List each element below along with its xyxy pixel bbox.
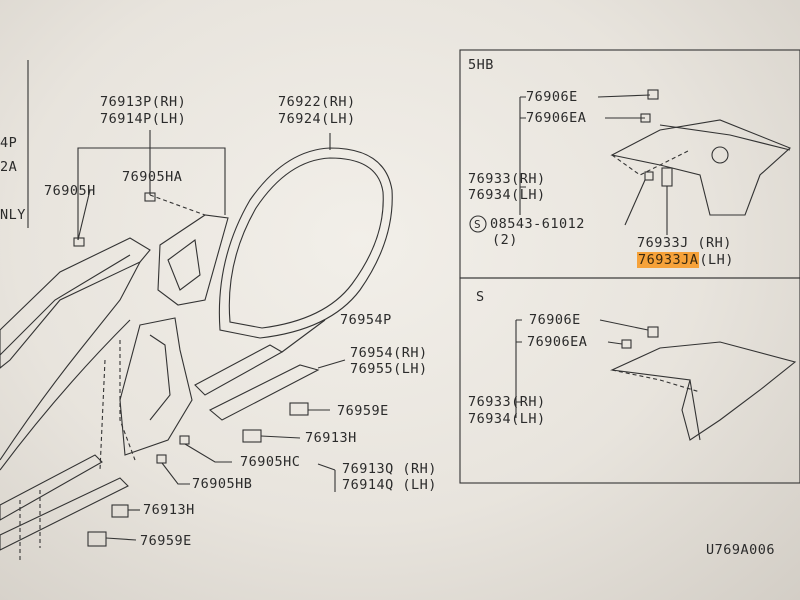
clip-76905h <box>73 237 85 247</box>
front-pillar-edge <box>0 261 141 461</box>
leader-76905hb <box>161 462 190 485</box>
leader-76954 <box>317 359 346 369</box>
label-76954p: 76954P <box>340 312 392 328</box>
label-76954: 76954(RH) <box>350 345 428 361</box>
part-76933j <box>661 167 673 187</box>
label-76913h-b: 76913H <box>143 502 195 518</box>
label-76913q: 76913Q (RH) <box>342 461 437 477</box>
highlighted-part-number: 76933JA <box>637 252 700 268</box>
label-5hb-76906ea: 76906EA <box>526 110 587 126</box>
panel-s-frame <box>459 277 800 484</box>
trim-dash-2 <box>99 359 106 471</box>
clip-5hb-76906ea <box>640 113 651 123</box>
door-opening-inner <box>0 254 131 356</box>
sill-plate-front <box>0 454 103 521</box>
panel-s-title: S <box>476 289 485 305</box>
edge-label-nly: NLY <box>0 207 26 223</box>
front-pillar-edge-2 <box>0 319 131 471</box>
clip-s-76906e <box>647 326 659 338</box>
leader-76954p <box>281 319 326 353</box>
clip-76913h-b <box>111 504 129 518</box>
clip-76959e-b <box>87 531 107 547</box>
clip-5hb-76906e <box>647 89 659 100</box>
clip-76905ha <box>144 192 156 202</box>
label-s-76933: 76933(RH) <box>468 394 546 410</box>
trim-5hb-dash <box>611 149 691 176</box>
label-5hb-76934: 76934(LH) <box>468 187 546 203</box>
panel-5hb-title: 5HB <box>468 57 494 73</box>
bracket-s <box>515 319 522 418</box>
leader-76913p <box>77 147 226 240</box>
clip-s-76906ea <box>621 339 632 349</box>
pillar-trim-detail <box>167 239 201 291</box>
leader-s-76906e <box>599 319 649 331</box>
label-5hb-76933: 76933(RH) <box>468 171 546 187</box>
label-5hb-76906e: 76906E <box>526 89 578 105</box>
label-76913h-a: 76913H <box>305 430 357 446</box>
leader-5hb-76906e <box>597 94 651 98</box>
label-s-76906e: 76906E <box>529 312 581 328</box>
label-76905hb: 76905HB <box>192 476 253 492</box>
label-5hb-76933ja: 76933JA(LH) <box>637 252 734 268</box>
edge-label-4p: 4P <box>0 135 18 151</box>
weatherstrip-inner <box>228 157 384 329</box>
label-76959e-b: 76959E <box>140 533 192 549</box>
label-76922: 76922(RH) <box>278 94 356 110</box>
leader-76905hc <box>184 443 232 463</box>
label-5hb-screw: 08543-61012 <box>490 216 585 232</box>
label-76914p: 76914P(LH) <box>100 111 187 127</box>
kick-plate-76954 <box>209 364 320 421</box>
trim-s-panel <box>610 341 797 441</box>
leader-76913h-a <box>260 435 301 439</box>
clip-76905hc <box>179 435 190 445</box>
label-76905ha: 76905HA <box>122 169 183 185</box>
trim-s-leg <box>689 379 701 441</box>
leader-5hb-screw <box>624 179 646 226</box>
sill-plate-rear <box>0 477 129 551</box>
trim-5hb-hole <box>711 146 729 164</box>
edge-label-2a: 2A <box>0 159 18 175</box>
weatherstrip-outer <box>218 147 393 339</box>
clip-76959e-a <box>289 402 309 416</box>
screw-symbol: S <box>474 218 482 231</box>
leader-76905ha-dash <box>149 194 206 216</box>
label-76955: 76955(LH) <box>350 361 428 377</box>
trim-dash-1 <box>119 340 136 461</box>
leader-76905h <box>77 189 91 241</box>
leader-s-76906ea <box>607 341 623 345</box>
sill-dash <box>19 490 41 560</box>
kick-plate-76954p <box>194 344 284 396</box>
bracket-5hb <box>519 96 526 215</box>
clip-76913h-a <box>242 429 262 443</box>
label-s-76934: 76934(LH) <box>468 411 546 427</box>
door-opening-trim <box>0 237 151 369</box>
label-5hb-76933j: 76933J (RH) <box>637 235 732 251</box>
b-pillar-trim-detail <box>149 334 171 421</box>
clip-76905hb <box>156 454 167 464</box>
label-76913p: 76913P(RH) <box>100 94 187 110</box>
trim-5hb-panel <box>610 119 792 216</box>
label-5hb-76933ja-suffix: (LH) <box>699 252 734 268</box>
label-76914q: 76914Q (LH) <box>342 477 437 493</box>
label-76905hc: 76905HC <box>240 454 301 470</box>
label-5hb-screw-qty: (2) <box>492 232 518 248</box>
screw-5hb <box>644 171 654 181</box>
screw-symbol-circle <box>469 215 487 233</box>
label-s-76906ea: 76906EA <box>527 334 588 350</box>
leader-76959e-b <box>105 537 137 541</box>
leader-76913q <box>317 463 336 471</box>
figure-code: U769A006 <box>706 542 776 558</box>
b-pillar-lower-trim <box>119 317 193 456</box>
label-76905h: 76905H <box>44 183 96 199</box>
label-76959e-a: 76959E <box>337 403 389 419</box>
label-76924: 76924(LH) <box>278 111 356 127</box>
trim-s-dash <box>611 369 701 393</box>
trim-5hb-top <box>659 124 791 151</box>
